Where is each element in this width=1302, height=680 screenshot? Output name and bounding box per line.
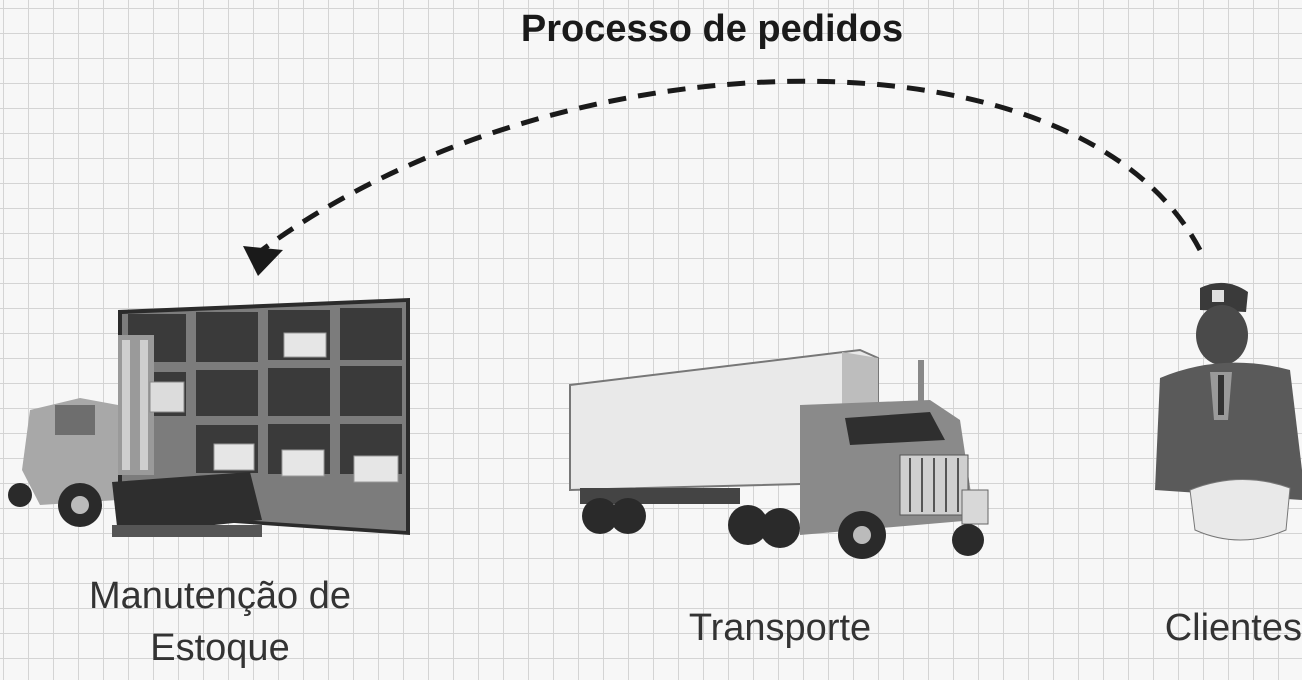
warehouse-label: Manutenção de Estoque [40, 570, 400, 674]
warehouse-label-line1: Manutenção de [89, 575, 351, 617]
transport-label-text: Transporte [688, 607, 872, 649]
warehouse-label-line2: Estoque [150, 627, 290, 669]
customer-label: Clientes [1140, 602, 1302, 654]
truck-icon [569, 348, 989, 559]
transport-label: Transporte [620, 602, 940, 654]
order-flow-arrow [243, 78, 1203, 276]
warehouse-forklift-icon [8, 298, 410, 537]
customer-label-text: Clientes [1164, 607, 1302, 649]
customer-person-icon [1155, 282, 1302, 541]
diagram-title: Processo de pedidos [452, 8, 972, 51]
diagram-title-text: Processo de pedidos [520, 8, 904, 50]
